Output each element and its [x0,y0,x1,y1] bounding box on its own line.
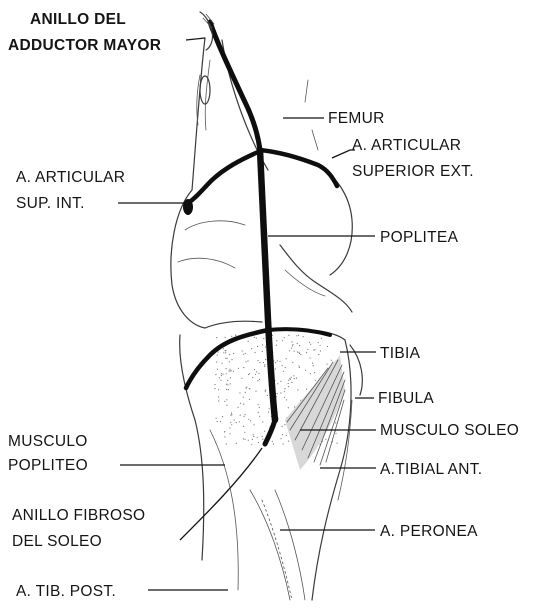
label-anillo-aductor-2: ADDUCTOR MAYOR [8,37,161,54]
label-art-sup-ext-2: SUPERIOR EXT. [352,163,474,180]
label-peronea: A. PERONEA [380,523,478,540]
label-femur: FEMUR [328,110,385,127]
label-musculo-popliteo-1: MUSCULO [8,433,88,450]
label-poplitea: POPLITEA [380,229,459,246]
label-tib-post: A. TIB. POST. [16,583,116,600]
popliteal-artery [186,22,337,444]
label-musculo-popliteo-2: POPLITEO [8,457,88,474]
label-tibia: TIBIA [380,345,421,362]
label-art-sup-int-1: A. ARTICULAR [16,169,125,186]
label-musculo-soleo: MUSCULO SOLEO [380,422,519,439]
label-anillo-fibroso-1: ANILLO FIBROSO [12,507,145,524]
label-tibial-ant: A.TIBIAL ANT. [380,461,482,478]
label-art-sup-int-2: SUP. INT. [16,195,85,212]
labels: ANILLO DEL ADDUCTOR MAYOR FEMUR A. ARTIC… [8,11,519,600]
label-art-sup-ext-1: A. ARTICULAR [352,137,461,154]
label-fibula: FIBULA [378,390,434,407]
label-anillo-fibroso-2: DEL SOLEO [12,533,102,550]
label-anillo-aductor-1: ANILLO DEL [30,11,126,28]
